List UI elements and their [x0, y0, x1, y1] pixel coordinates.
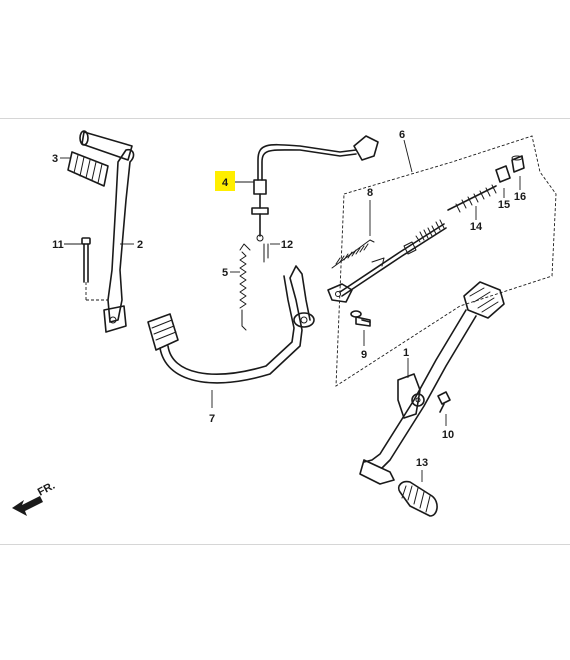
callouts: 1 2 3 4 5 6 7 8 9 10 11 12 13 14 15 16 [52, 129, 526, 469]
callout-15: 15 [498, 199, 510, 211]
callout-10: 10 [442, 429, 454, 441]
callout-3: 3 [52, 153, 58, 165]
brake-light-switch-cable-drawing [251, 135, 379, 242]
callout-7: 7 [209, 413, 215, 425]
gear-shift-pedal-drawing [79, 130, 135, 333]
front-arrow-icon [12, 496, 43, 516]
shift-pedal-rubber-drawing [67, 151, 109, 187]
diagram-frame [0, 118, 570, 545]
callout-2: 2 [137, 239, 143, 251]
shift-bolt-drawing [81, 237, 108, 301]
cotter-pin-drawing [263, 243, 269, 263]
callout-12: 12 [281, 239, 293, 251]
callout-5: 5 [222, 267, 228, 279]
assembly-boundary [335, 135, 557, 387]
joint-pin-drawing [350, 310, 371, 346]
callout-1: 1 [403, 347, 409, 359]
adjusting-nut-drawing [495, 165, 511, 198]
stand-spring-drawing [239, 243, 251, 331]
callout-6: 6 [399, 129, 405, 141]
brake-pedal-rubber-drawing [397, 470, 438, 517]
callout-4-highlight [215, 171, 235, 191]
callout-8: 8 [367, 187, 373, 199]
callout-16: 16 [514, 191, 526, 203]
side-stand-bar-drawing [147, 265, 315, 384]
joint-collar-drawing [511, 155, 525, 190]
callout-4: 4 [222, 177, 229, 189]
front-label: FR. [36, 480, 57, 499]
leader-lines [60, 157, 477, 408]
callout-14: 14 [470, 221, 483, 233]
front-direction-indicator: FR. [12, 480, 57, 516]
brake-rod-drawing [327, 184, 497, 303]
pedal-bolt-drawing [437, 391, 451, 426]
callout-9: 9 [361, 349, 367, 361]
callout-13: 13 [416, 457, 428, 469]
return-spring-drawing [331, 200, 375, 269]
callout-11: 11 [52, 239, 64, 251]
main-brake-pedal-drawing [359, 281, 505, 485]
